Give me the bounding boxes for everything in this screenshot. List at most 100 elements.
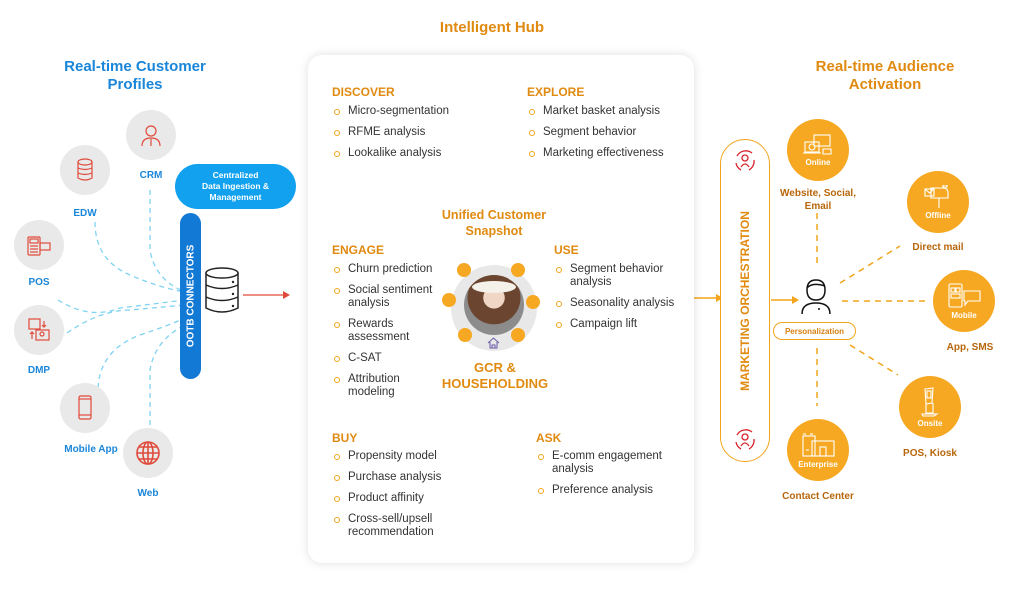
mobile-chat-icon	[948, 282, 981, 308]
list-item: Marketing effectiveness	[527, 147, 697, 160]
hub-arrowhead	[283, 291, 290, 299]
list-item-text: Attribution modeling	[348, 373, 400, 398]
pos-terminal-icon	[27, 236, 51, 256]
list-item-text: Cross-sell/upsell recommendation	[348, 513, 434, 538]
marketing-orchestration-label: MARKETING ORCHESTRATION	[738, 210, 752, 391]
bullet-icon	[334, 130, 340, 136]
list-item-text: C-SAT	[348, 352, 382, 364]
list-item: Segment behavior analysis	[554, 263, 684, 289]
bullet-icon	[334, 288, 340, 294]
bullet-icon	[529, 109, 535, 115]
bullet-icon	[556, 322, 562, 328]
channel-offline-caption: Offline	[925, 210, 951, 220]
devices-icon	[803, 133, 832, 155]
channel-offline[interactable]: Offline	[907, 171, 969, 233]
snapshot-title-line1: Unified Customer	[441, 208, 547, 222]
use-heading: USE	[554, 243, 579, 257]
list-item-text: Lookalike analysis	[348, 147, 442, 159]
crm-connector-line	[149, 190, 186, 293]
customer-person-icon	[801, 279, 831, 315]
personalization-badge: Personalization	[773, 322, 856, 340]
source-edw-label: EDW	[73, 208, 97, 219]
list-item-text: Seasonality analysis	[570, 297, 675, 309]
channel-mobile[interactable]: Mobile	[933, 270, 995, 332]
list-item: Cross-sell/upsell recommendation	[332, 513, 482, 539]
home-icon	[487, 337, 500, 349]
bullet-icon	[556, 267, 562, 273]
channel-online-label: Website, Social, Email	[780, 188, 856, 212]
source-mobile-app[interactable]	[60, 383, 110, 433]
snapshot-title-line2: Snapshot	[465, 224, 523, 238]
central-database-icon	[205, 267, 239, 313]
unified-snapshot-title: Unified Customer Snapshot	[414, 207, 574, 239]
gcr-line2: HOUSEHOLDING	[441, 376, 549, 391]
source-crm[interactable]	[126, 110, 176, 160]
intelligent-hub-title: Intelligent Hub	[439, 19, 545, 36]
list-item-text: Product affinity	[348, 492, 424, 504]
bullet-icon	[334, 454, 340, 460]
profiles-title-line1: Real-time Customer	[64, 58, 206, 75]
dmp-connector-line	[66, 304, 186, 334]
source-dmp-label: DMP	[27, 365, 51, 376]
gcr-householding-title: GCR & HOUSEHOLDING	[420, 360, 570, 392]
engage-list: Churn prediction Social sentiment analys…	[332, 263, 447, 407]
source-pos-label: POS	[28, 277, 50, 288]
list-item: E-comm engagement analysis	[536, 450, 686, 476]
list-item: Preference analysis	[536, 484, 686, 497]
list-item-text: Purchase analysis	[348, 471, 442, 483]
channel-offline-label: Direct mail	[912, 242, 964, 253]
ask-heading: ASK	[536, 431, 562, 445]
mobile-connector-line	[97, 317, 186, 389]
channel-enterprise[interactable]: Enterprise	[787, 419, 849, 481]
source-mobile-app-label: Mobile App	[56, 444, 126, 456]
discover-heading: DISCOVER	[332, 85, 395, 99]
data-exchange-icon	[28, 318, 50, 341]
personalization-arrowhead	[792, 296, 799, 304]
bullet-icon	[538, 488, 544, 494]
bullet-icon	[334, 322, 340, 328]
list-item: Lookalike analysis	[332, 147, 512, 160]
list-item: Seasonality analysis	[554, 297, 684, 310]
bullet-icon	[529, 151, 535, 157]
mail-badge-icon	[458, 328, 472, 342]
customer-avatar	[464, 275, 524, 335]
activation-title: Real-time Audience Activation	[780, 58, 990, 94]
activation-title-line2: Activation	[848, 76, 922, 93]
list-item: Campaign lift	[554, 318, 684, 331]
kiosk-icon	[921, 386, 939, 417]
bullet-icon	[334, 517, 340, 523]
source-pos[interactable]	[14, 220, 64, 270]
list-item-text: Segment behavior	[543, 126, 637, 138]
team-cycle-icon	[735, 429, 755, 450]
source-dmp[interactable]	[14, 305, 64, 355]
gcr-line1: GCR &	[474, 360, 516, 375]
list-item-text: Preference analysis	[552, 484, 653, 496]
data-ingestion-pill: Centralized Data Ingestion & Management	[175, 164, 296, 209]
list-item: Micro-segmentation	[332, 105, 512, 118]
ingestion-line3: Management	[209, 192, 262, 202]
list-item: Product affinity	[332, 492, 482, 505]
person-icon	[141, 125, 161, 147]
list-item-text: Marketing effectiveness	[543, 147, 664, 159]
list-item-text: Propensity model	[348, 450, 437, 462]
cart-icon	[457, 263, 471, 277]
channel-mobile-caption: Mobile	[951, 310, 977, 320]
list-item: RFME analysis	[332, 126, 512, 139]
bullet-icon	[334, 496, 340, 502]
ask-list: E-comm engagement analysis Preference an…	[536, 450, 686, 505]
source-web[interactable]	[123, 428, 173, 478]
channel-online[interactable]: Online	[787, 119, 849, 181]
source-edw[interactable]	[60, 145, 110, 195]
discover-list: Micro-segmentation RFME analysis Lookali…	[332, 105, 512, 168]
buy-list: Propensity model Purchase analysis Produ…	[332, 450, 482, 547]
channel-onsite[interactable]: Onsite	[899, 376, 961, 438]
bullet-icon	[538, 454, 544, 460]
buy-heading: BUY	[332, 431, 358, 445]
ingestion-line1: Centralized	[212, 170, 259, 180]
list-item: Attribution modeling	[332, 373, 447, 399]
money-icon	[442, 293, 456, 307]
ingestion-line2: Data Ingestion &	[201, 181, 270, 191]
list-item-text: RFME analysis	[348, 126, 426, 138]
use-list: Segment behavior analysis Seasonality an…	[554, 263, 684, 339]
